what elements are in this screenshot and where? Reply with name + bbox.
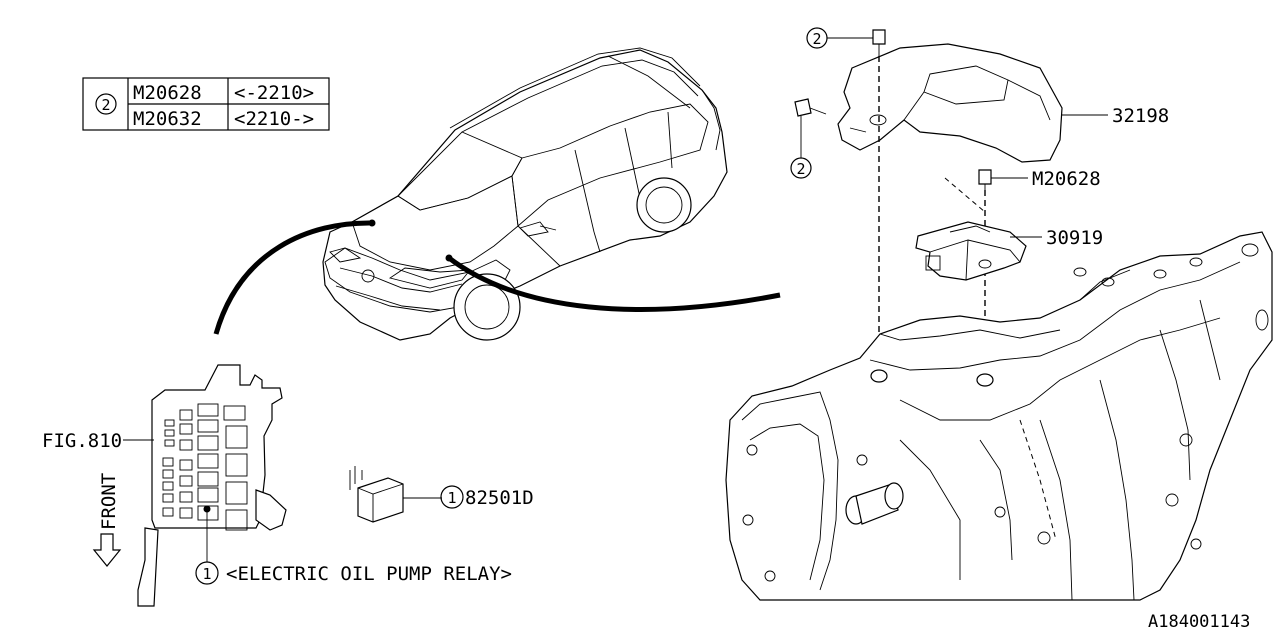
- output-shaft: [845, 482, 904, 525]
- label-bolt-m20628: M20628: [1032, 168, 1101, 190]
- table-part-1: M20628: [133, 82, 202, 104]
- relay-82501d: [349, 466, 442, 523]
- leader-arc-fusebox: [213, 220, 373, 335]
- ref-circle-1-relay: 1: [440, 485, 464, 509]
- reference-table: 2 M20628 <-2210> M20632 <2210->: [82, 77, 330, 131]
- svg-text:2: 2: [812, 30, 821, 48]
- svg-text:2: 2: [101, 96, 110, 114]
- ref-circle-2-table: 2: [95, 93, 117, 115]
- label-32198: 32198: [1112, 105, 1169, 127]
- front-arrow-icon: FRONT: [92, 473, 122, 567]
- table-range-2: <2210->: [234, 108, 314, 130]
- module-30919: [915, 221, 1027, 281]
- ref-circle-1-fusebox: 1: [195, 561, 219, 585]
- svg-text:1: 1: [202, 565, 211, 583]
- bolt-side-ref2: [794, 98, 827, 117]
- cover-32198: [837, 43, 1063, 163]
- fuse-relay-box: [137, 364, 287, 607]
- diagram-id: A184001143: [1148, 612, 1250, 632]
- relay-description: <ELECTRIC OIL PUMP RELAY>: [226, 563, 512, 585]
- bolt-top-ref2: [872, 29, 886, 56]
- table-part-2: M20632: [133, 108, 202, 130]
- ref-circle-2-side: 2: [790, 157, 812, 179]
- svg-text:2: 2: [796, 160, 805, 178]
- bolt-m20628: [978, 169, 992, 194]
- table-range-1: <-2210>: [234, 82, 314, 104]
- leader-arc-transmission: [447, 256, 781, 312]
- label-30919: 30919: [1046, 227, 1103, 249]
- vehicle-illustration: [322, 47, 728, 341]
- front-label: FRONT: [98, 473, 120, 530]
- relay-part-number: 82501D: [465, 487, 534, 509]
- svg-text:1: 1: [447, 489, 456, 507]
- ref-circle-2-top: 2: [806, 27, 828, 49]
- fig-ref-label: FIG.810: [42, 430, 122, 452]
- transmission-case: [725, 231, 1273, 601]
